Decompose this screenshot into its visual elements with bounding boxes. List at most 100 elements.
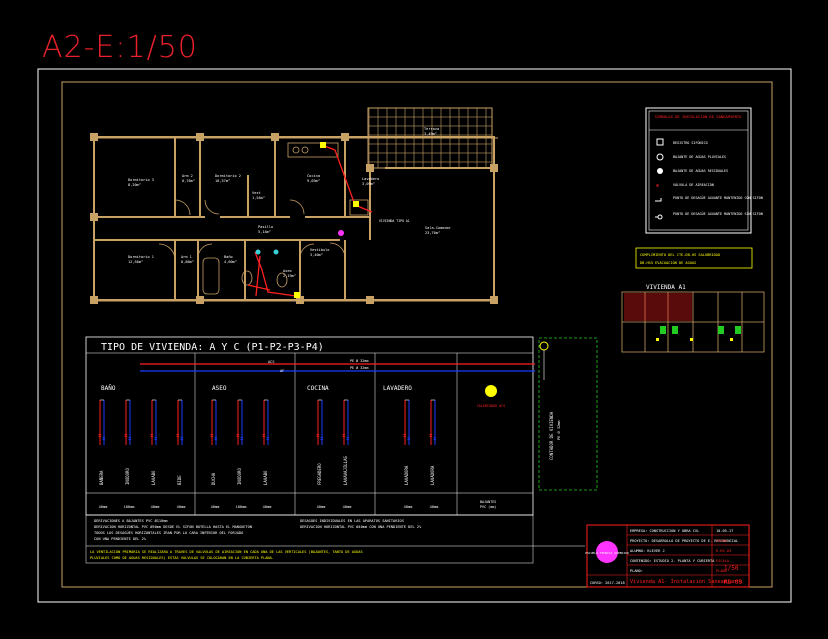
schema-title: TIPO DE VIVIENDA: A Y C (P1-P2-P3-P4) <box>101 342 324 353</box>
fixture-valve-icon: ⧖ <box>180 436 184 442</box>
svg-text:CONTENIDO: ESTUDIO 2. PLANTA Y: CONTENIDO: ESTUDIO 2. PLANTA Y CUBIERTA <box>630 559 715 563</box>
svg-text:BAJANTE DE AGUAS PLUVIALES: BAJANTE DE AGUAS PLUVIALES <box>673 155 726 159</box>
meter-label: CONTADOR DE VIVIENDA <box>549 411 554 460</box>
fixture-valve-icon: ⧖ <box>210 433 214 439</box>
heater-icon <box>485 385 497 397</box>
fixture-base: 40mm <box>430 505 439 509</box>
svg-text:3,40m²: 3,40m² <box>310 253 323 257</box>
fixture-base: 100mm <box>236 505 247 509</box>
svg-text:DERIVACION HORIZONTAL PVC Ø40m: DERIVACION HORIZONTAL PVC Ø40mm CON UNA … <box>300 524 422 529</box>
svg-text:ESCUELA TECNICA SUPERIOR: ESCUELA TECNICA SUPERIOR <box>585 551 629 555</box>
svg-text:BAJANTES: BAJANTES <box>480 500 496 504</box>
sheet-number: RS-05 <box>724 579 742 586</box>
svg-text:9,03m²: 9,03m² <box>307 179 320 183</box>
svg-text:PE Ø 32mm: PE Ø 32mm <box>350 365 368 370</box>
valvula-aireacion-icon: ⊗ <box>656 183 659 189</box>
fixtures-layer: ⧖⧖BAÑERA40mm⧖⧖INODORO100mm⧖⧖LAVABO40mm⧖⧖… <box>98 399 439 509</box>
svg-text:2,19m²: 2,19m² <box>283 274 296 278</box>
fixture-valve-icon: ⧖ <box>102 436 106 442</box>
svg-text:0,86m²: 0,86m² <box>181 260 194 264</box>
svg-text:8,20m²: 8,20m² <box>128 183 141 187</box>
svg-text:BAJANTE DE AGUAS RESIDUALES: BAJANTE DE AGUAS RESIDUALES <box>673 169 728 173</box>
title-block: ESCUELA TECNICA SUPERIOR EMPRESA: CONSTR… <box>585 524 750 588</box>
fixture-base: 40mm <box>177 505 186 509</box>
sheet-title: A2-E:1/50 <box>42 30 198 65</box>
fixture-valve-icon: ⧖ <box>98 433 102 439</box>
fixture-base: 40mm <box>151 505 160 509</box>
room-dorm2: Dormitorio 2 <box>215 174 241 178</box>
svg-text:23,70m²: 23,70m² <box>425 231 440 235</box>
svg-text:TODOS LOS DESAGÜES HORIZONTALE: TODOS LOS DESAGÜES HORIZONTALES IRAN POR… <box>94 530 243 535</box>
svg-text:5,14m²: 5,14m² <box>258 230 271 234</box>
svg-text:PROYECTO: DESARROLLO DE PROYEC: PROYECTO: DESARROLLO DE PROYECTO DE E. R… <box>630 539 738 543</box>
svg-text:DESAGÜES INDIVIDUALES EN LAS A: DESAGÜES INDIVIDUALES EN LAS APARATOS SA… <box>300 518 404 523</box>
room-cocina: Cocina <box>307 174 320 178</box>
svg-text:Vestíbulo: Vestíbulo <box>310 248 329 252</box>
legend-icons: ⊗ <box>655 138 664 220</box>
school-logo <box>596 541 618 563</box>
inner-frame <box>61 81 773 588</box>
fixture-label: BAÑERA <box>99 470 104 485</box>
group-cocina: COCINA <box>307 385 329 392</box>
group-bano: BAÑO <box>101 385 116 392</box>
svg-text:ALUMNO: KLEVER J: ALUMNO: KLEVER J <box>630 549 665 553</box>
svg-text:Lavadero: Lavadero <box>362 177 379 181</box>
keyplan-title: VIVIENDA A1 <box>646 284 686 291</box>
svg-text:PE Ø 32mm: PE Ø 32mm <box>350 358 368 363</box>
plane-name: Vivienda A1- Instalación Saneamiento <box>630 578 742 585</box>
svg-text:Arm 2: Arm 2 <box>182 174 193 178</box>
fixture-base: 40mm <box>317 505 326 509</box>
svg-text:10,57m²: 10,57m² <box>215 179 230 183</box>
svg-text:Terraza: Terraza <box>424 127 439 131</box>
svg-text:PLANO: PLANO <box>716 569 727 573</box>
svg-text:PVC (mm): PVC (mm) <box>480 505 496 509</box>
svg-text:AF: AF <box>280 369 284 373</box>
floor-plan: VIVIENDA TIPO A1 Dormitorio 3 8,20m² Arm… <box>90 107 498 304</box>
bajante-pluviales-icon <box>656 153 664 161</box>
fixture-valve-icon: ⧖ <box>124 433 128 439</box>
svg-text:1/50: 1/50 <box>724 565 739 572</box>
svg-text:R-RS-03: R-RS-03 <box>716 549 731 553</box>
svg-text:Aseo: Aseo <box>283 269 292 273</box>
fixture-label: INODORO <box>237 468 242 485</box>
svg-text:12,50m²: 12,50m² <box>128 260 143 264</box>
fixture-valve-icon: ⧖ <box>346 436 350 442</box>
group-lavadero: LAVADERO <box>383 385 412 392</box>
svg-text:CALENTADOR ACS: CALENTADOR ACS <box>477 404 506 408</box>
svg-text:3,49m²: 3,49m² <box>424 132 437 136</box>
fixture-valve-icon: ⧖ <box>128 436 132 442</box>
fixture-valve-icon: ⧖ <box>403 433 407 439</box>
notes: DERIVACIONES A BAJANTES PVC Ø110mm DERIV… <box>85 514 585 564</box>
fixture-valve-icon: ⧖ <box>342 433 346 439</box>
svg-text:Arm 1: Arm 1 <box>181 255 192 259</box>
room-bano: Baño <box>224 255 233 259</box>
fixture-label: LAVABO <box>263 470 268 485</box>
group-aseo: ASEO <box>212 385 227 392</box>
svg-text:PUNTO DE DESAGÜE AGUANTE MANTE: PUNTO DE DESAGÜE AGUANTE MANTENIDO CON S… <box>673 195 763 200</box>
key-plan: VIVIENDA A1 <box>621 284 765 353</box>
fixture-base: 40mm <box>211 505 220 509</box>
svg-text:VÁLVULA DE AIREACIÓN: VÁLVULA DE AIREACIÓN <box>673 182 714 187</box>
svg-text:DERIVACIONES A BAJANTES PVC Ø1: DERIVACIONES A BAJANTES PVC Ø110mm <box>94 518 168 523</box>
fixture-valve-icon: ⧖ <box>316 433 320 439</box>
fixture-valve-icon: ⧖ <box>320 436 324 442</box>
fixture-base: 40mm <box>404 505 413 509</box>
fixture-base: 40mm <box>263 505 272 509</box>
svg-text:FECHA: FECHA <box>716 539 728 543</box>
svg-text:ACS: ACS <box>268 360 275 364</box>
svg-text:PLUVIALES COMO DE AGUAS RESIDU: PLUVIALES COMO DE AGUAS RESIDUALES) ESTA… <box>90 556 274 560</box>
svg-text:DERIVACION HORIZONTAL PVC Ø50m: DERIVACION HORIZONTAL PVC Ø50mm DESDE EL… <box>94 524 252 529</box>
svg-text:LA VENTILACION PRIMARIA SE REA: LA VENTILACION PRIMARIA SE REALIZARA A T… <box>90 550 363 554</box>
svg-text:EMPRESA: CONSTRUCCION Y OBRA C: EMPRESA: CONSTRUCCION Y OBRA CVL <box>630 529 699 533</box>
fixture-label: LAVAVAJILLAS <box>343 456 348 485</box>
room-dorm3: Dormitorio 3 <box>128 178 154 182</box>
room-sala: Sala-Comedor <box>425 226 452 230</box>
svg-text:CURSO: 2017-2018: CURSO: 2017-2018 <box>590 581 625 585</box>
fixture-valve-icon: ⧖ <box>154 436 158 442</box>
legend-title: SIMBOLOS DE INSTALACION DE SANEAMIENTO <box>655 114 743 119</box>
fixture-base: 40mm <box>343 505 352 509</box>
fixture-valve-icon: ⧖ <box>262 433 266 439</box>
svg-text:10-05-17: 10-05-17 <box>716 529 733 533</box>
legend: SIMBOLOS DE INSTALACION DE SANEAMIENTO ⊗… <box>635 107 763 269</box>
